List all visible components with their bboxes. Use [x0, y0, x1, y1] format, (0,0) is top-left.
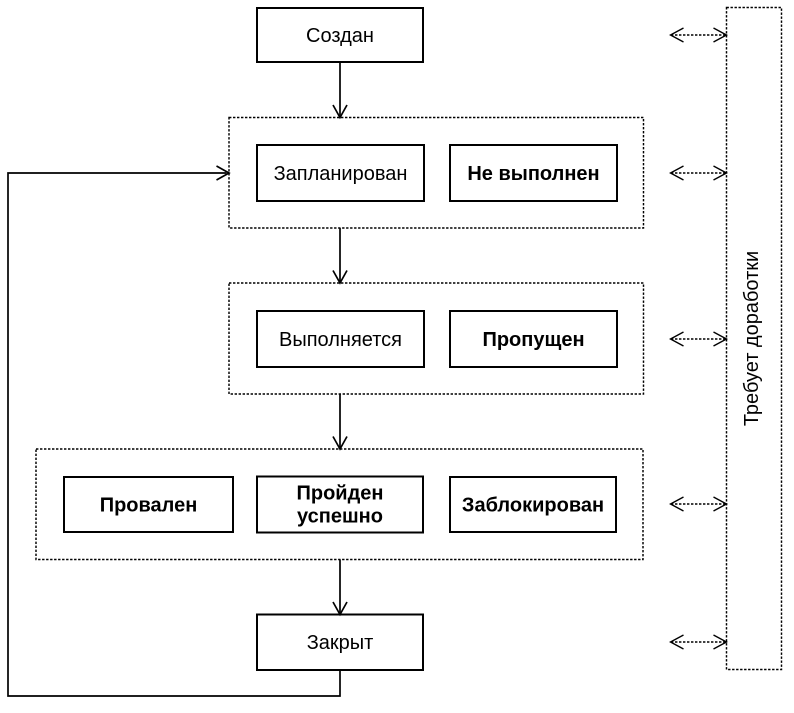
svg-text:Выполняется: Выполняется [279, 329, 402, 351]
svg-text:Пройден: Пройден [296, 483, 383, 505]
svg-text:Заблокирован: Заблокирован [462, 495, 604, 517]
svg-text:Провален: Провален [100, 495, 198, 517]
svg-text:успешно: успешно [297, 506, 383, 528]
svg-text:Пропущен: Пропущен [482, 329, 584, 351]
svg-text:Запланирован: Запланирован [274, 163, 408, 185]
svg-text:Требует доработки: Требует доработки [741, 251, 763, 426]
svg-text:Не выполнен: Не выполнен [467, 163, 599, 185]
svg-text:Создан: Создан [306, 25, 374, 47]
svg-text:Закрыт: Закрыт [307, 632, 374, 654]
